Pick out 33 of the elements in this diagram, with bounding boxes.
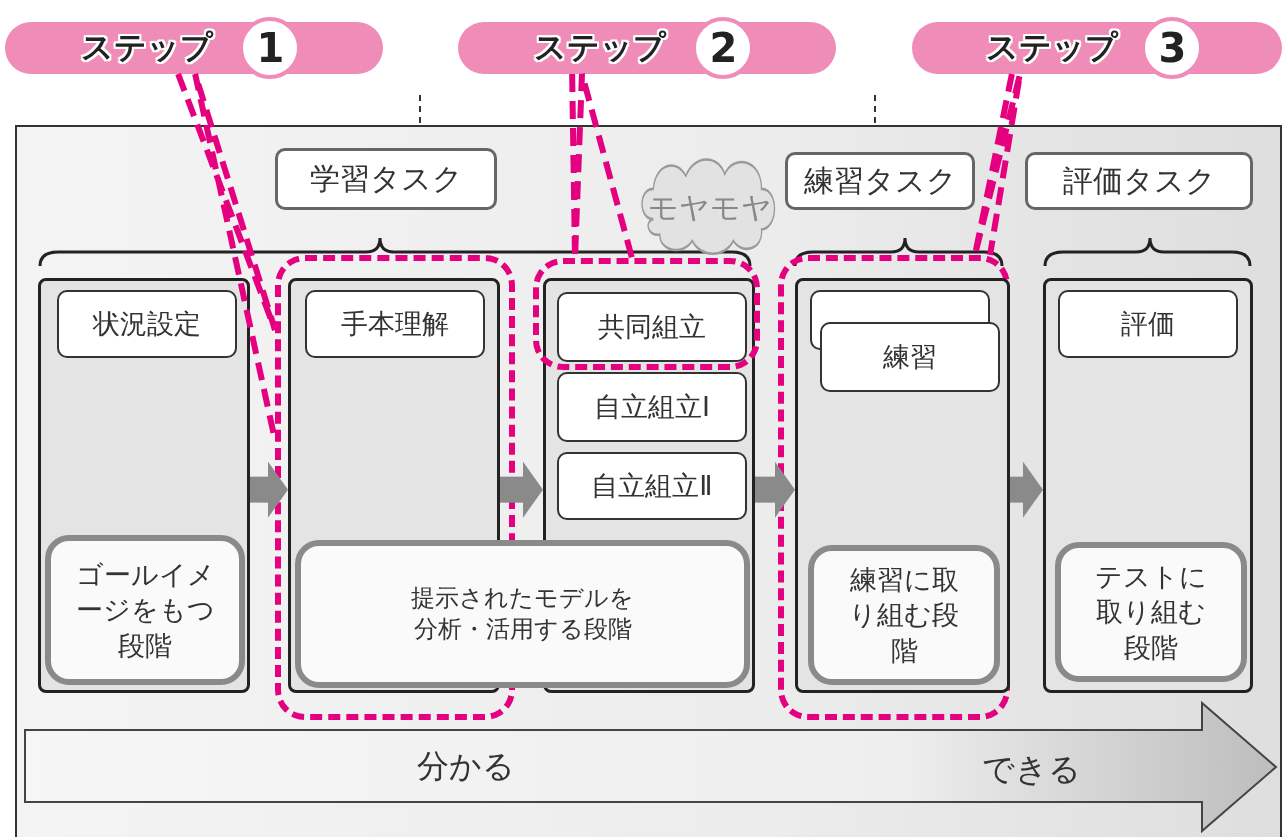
stage-text: 練習に取り組む段階 xyxy=(848,563,960,668)
step-card: 自立組立Ⅰ xyxy=(557,372,747,442)
step-card: 練習 xyxy=(820,322,1000,392)
stage-text: 提示されたモデルを分析・活用する段階 xyxy=(410,582,635,645)
step-label: ステップ xyxy=(533,27,666,68)
arrow-label: できる xyxy=(982,749,1081,790)
step-card: 手本理解 xyxy=(305,290,485,358)
step-card: 自立組立Ⅱ xyxy=(557,452,747,520)
flow-arrow xyxy=(755,461,795,518)
flow-arrow xyxy=(1010,461,1043,518)
stage-box xyxy=(808,545,1000,685)
stage-box xyxy=(295,540,750,688)
flow-arrow xyxy=(250,461,288,518)
step-card: 状況設定 xyxy=(57,290,237,358)
flow-arrow xyxy=(500,461,543,518)
step-label: ステップ xyxy=(80,27,213,68)
column-panel xyxy=(795,278,1010,693)
stage-text: テストに取り組む段階 xyxy=(1095,560,1207,665)
column-panel xyxy=(1043,278,1253,693)
stage-box xyxy=(1055,542,1247,682)
step-card: 共同組立 xyxy=(557,292,747,362)
step-card: 評価 xyxy=(1058,290,1238,358)
cloud-label: モヤモヤ xyxy=(648,189,772,227)
task-heading: 評価タスク xyxy=(1025,152,1253,210)
progress-arrow xyxy=(22,700,1280,835)
arrow-label: 分かる xyxy=(417,746,515,787)
task-heading: 学習タスク xyxy=(275,148,497,210)
stage-box xyxy=(45,535,245,685)
stage-text: ゴールイメージをもつ段階 xyxy=(75,558,215,663)
dashed-highlight xyxy=(778,255,1010,720)
step-label: ステップ xyxy=(986,27,1118,68)
task-heading: 練習タスク xyxy=(785,152,975,210)
column-panel xyxy=(38,278,250,693)
